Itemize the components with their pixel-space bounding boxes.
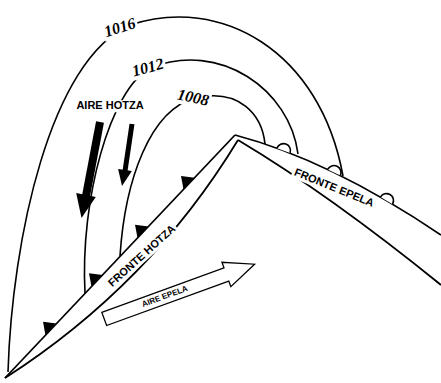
cold-front-triangle — [84, 267, 103, 286]
isobar-value: 1016 — [100, 14, 139, 41]
cold-air-arrow — [118, 124, 132, 186]
warm-front-band-line — [238, 140, 441, 285]
warm-front-semicircle — [380, 191, 396, 204]
cold-front-band-line — [5, 140, 238, 378]
air-mass-label: AIRE EPELA — [139, 284, 191, 310]
warm-front-semicircle — [328, 163, 344, 175]
isobar-line — [84, 60, 298, 293]
cold-air-arrow — [76, 122, 100, 218]
isobar-value: 1008 — [174, 86, 213, 110]
isobar-value: 1012 — [128, 55, 167, 81]
cold-front-triangle — [38, 316, 57, 335]
front-label: FRONTE HOTZA — [105, 222, 180, 291]
isobar-line — [120, 96, 265, 256]
cold-front-triangle — [130, 219, 149, 238]
isobar-line — [8, 17, 343, 372]
front-label: FRONTE EPELA — [291, 166, 378, 210]
warm-front-semicircle — [277, 142, 293, 153]
cold-front-triangle — [176, 170, 195, 189]
cold-front-line — [5, 135, 235, 378]
air-mass-label: AIRE HOTZA — [74, 100, 145, 112]
warm-front-line — [235, 135, 441, 235]
